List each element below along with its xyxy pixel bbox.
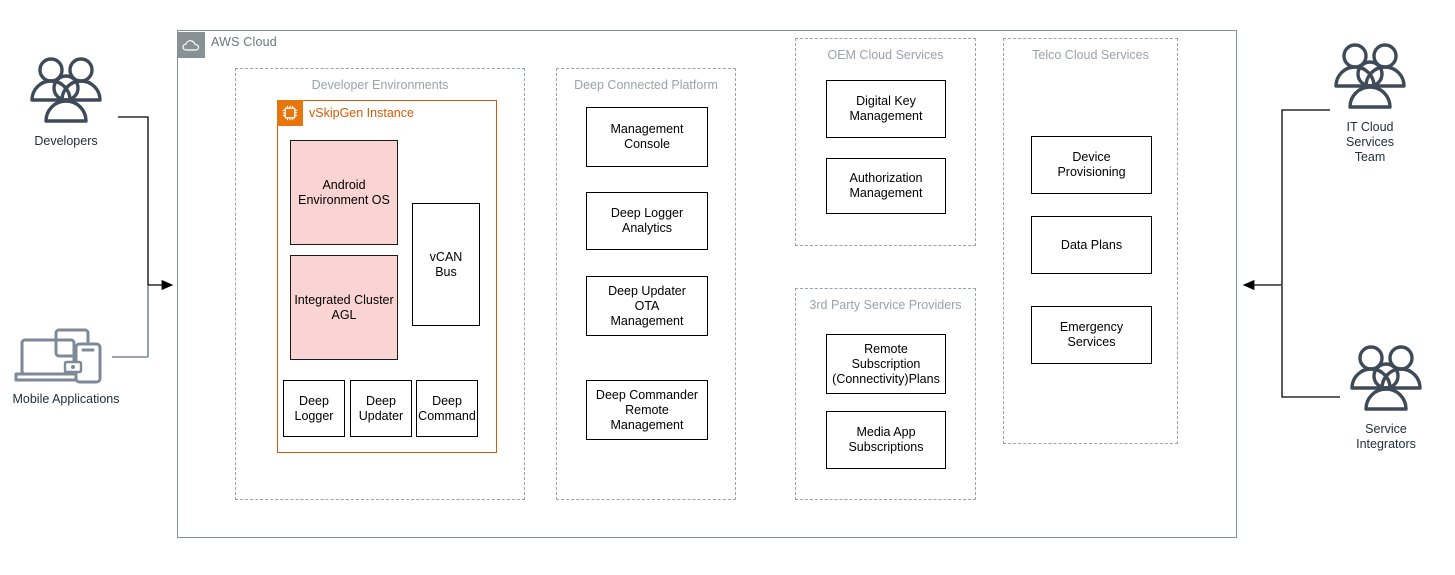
group-telco-cloud-services: Telco Cloud Services	[1003, 38, 1178, 444]
node-deep-logger-analytics[interactable]: Deep Logger Analytics	[586, 192, 708, 250]
node-integrated-cluster-agl[interactable]: Integrated Cluster AGL	[290, 255, 398, 360]
actor-developers[interactable]: Developers	[18, 52, 114, 149]
group-title-deep-connected-platform: Deep Connected Platform	[574, 78, 718, 92]
node-authorization-management[interactable]: Authorization Management	[826, 158, 946, 214]
actor-mobile-applications[interactable]: Mobile Applications	[8, 326, 124, 407]
node-deep-updater[interactable]: Deep Updater	[350, 380, 412, 437]
users-group-icon	[1350, 345, 1422, 411]
actor-label-developers: Developers	[34, 134, 98, 148]
group-developer-environments: Developer Environments	[235, 68, 525, 500]
actor-service-integrators[interactable]: Service Integrators	[1338, 340, 1434, 452]
actor-it-cloud-services-team[interactable]: IT Cloud Services Team	[1322, 38, 1418, 165]
node-android-environment-os[interactable]: Android Environment OS	[290, 140, 398, 245]
group-title-oem-cloud-services: OEM Cloud Services	[827, 48, 944, 62]
group-deep-connected-platform: Deep Connected Platform	[556, 68, 736, 500]
node-emergency-services[interactable]: Emergency Services	[1031, 306, 1152, 364]
group-title-third-party-service-providers: 3rd Party Service Providers	[809, 298, 962, 312]
node-deep-command[interactable]: Deep Command	[416, 380, 478, 437]
actor-label-it-cloud-services-team: IT Cloud Services Team	[1346, 120, 1394, 164]
aws-cloud-label: AWS Cloud	[211, 35, 277, 49]
group-title-developer-environments: Developer Environments	[311, 78, 449, 92]
group-oem-cloud-services: OEM Cloud Services	[795, 38, 976, 246]
vskipgen-instance-label: vSkipGen Instance	[309, 106, 414, 120]
node-deep-updater-ota-management[interactable]: Deep Updater OTA Management	[586, 276, 708, 336]
node-deep-logger[interactable]: Deep Logger	[283, 380, 345, 437]
node-media-app-subscriptions[interactable]: Media App Subscriptions	[826, 411, 946, 469]
chip-icon	[277, 100, 303, 126]
actor-label-service-integrators: Service Integrators	[1356, 422, 1416, 451]
node-vcan-bus[interactable]: vCAN Bus	[412, 203, 480, 326]
users-group-icon	[1334, 43, 1406, 109]
group-title-telco-cloud-services: Telco Cloud Services	[1032, 48, 1149, 62]
devices-icon	[14, 328, 102, 384]
node-device-provisioning[interactable]: Device Provisioning	[1031, 136, 1152, 194]
actor-label-mobile-applications: Mobile Applications	[12, 392, 120, 406]
node-deep-commander-remote-management[interactable]: Deep Commander Remote Management	[586, 380, 708, 440]
node-data-plans[interactable]: Data Plans	[1031, 216, 1152, 274]
cloud-icon	[177, 32, 205, 58]
node-management-console[interactable]: Management Console	[586, 107, 708, 167]
node-digital-key-management[interactable]: Digital Key Management	[826, 80, 946, 138]
group-third-party-service-providers: 3rd Party Service Providers	[795, 288, 976, 500]
node-remote-subscription-connectivity-plans[interactable]: Remote Subscription (Connectivity)Plans	[826, 334, 946, 394]
users-group-icon	[30, 57, 102, 123]
